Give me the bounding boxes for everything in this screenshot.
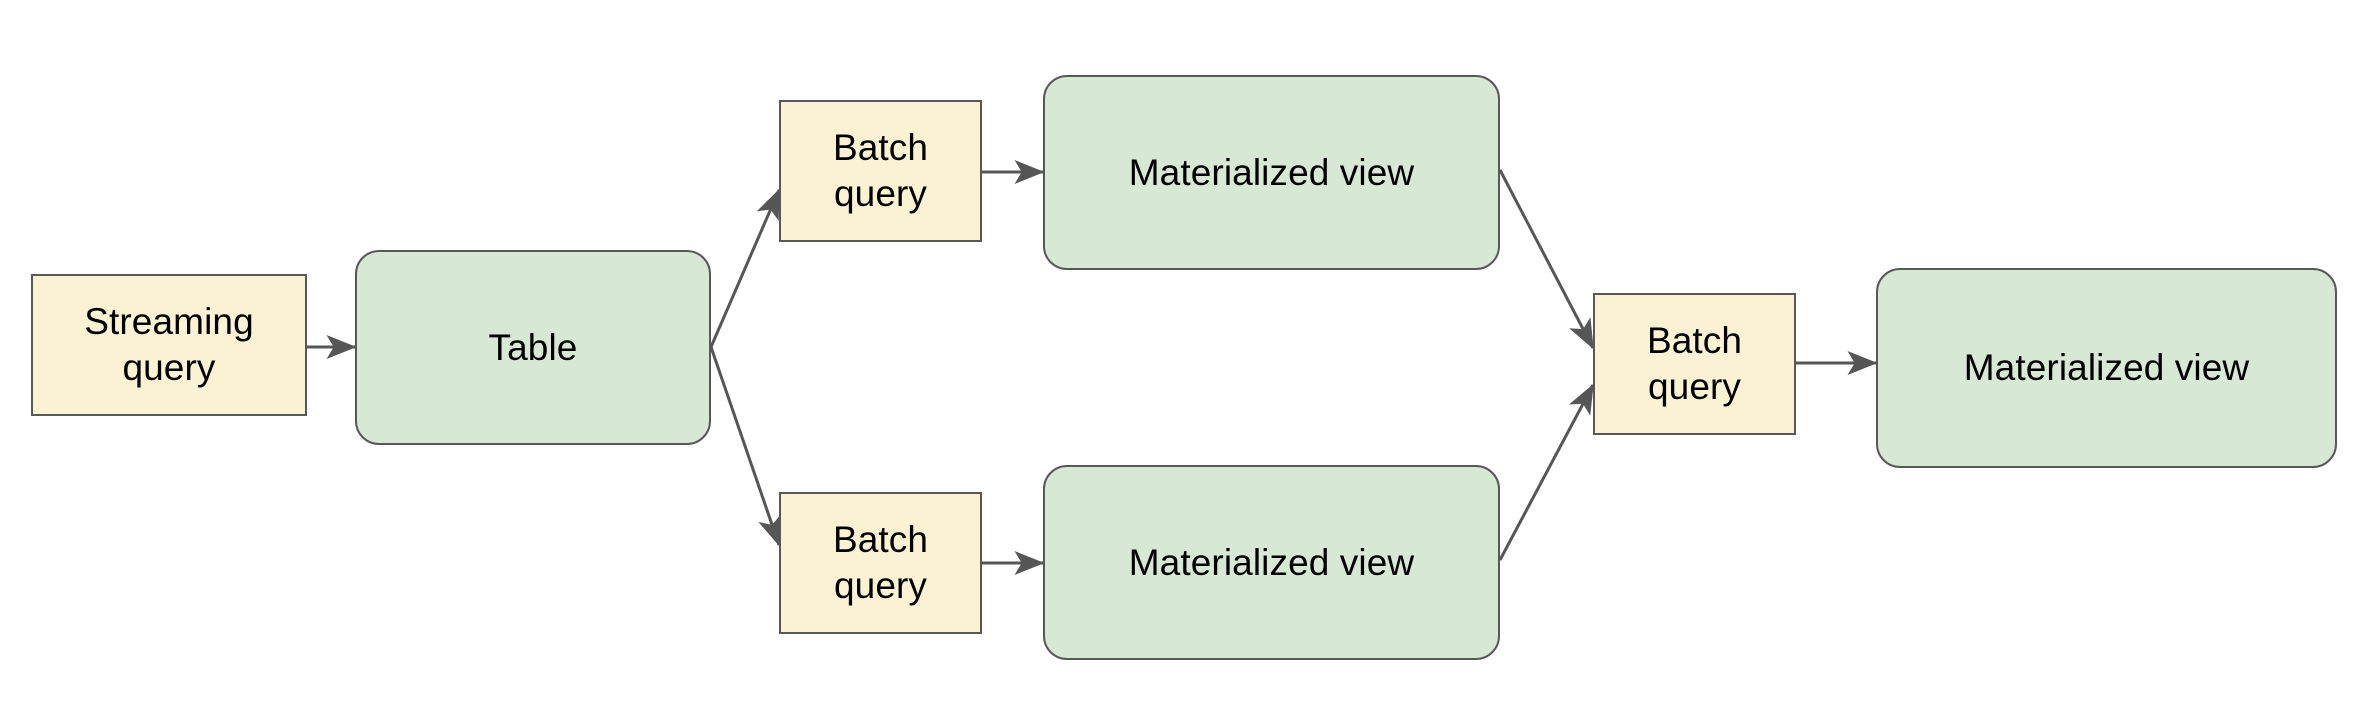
node-materialized-view-bottom[interactable]: Materialized view (1043, 465, 1500, 660)
node-label: Batch query (1646, 320, 1743, 407)
edge-materialized-view-top-to-batch-query-join (1498, 169, 1595, 350)
node-label: Materialized view (1963, 347, 2250, 389)
node-label: Batch query (832, 519, 929, 606)
node-materialized-view-top[interactable]: Materialized view (1043, 75, 1500, 270)
node-label: Streaming query (84, 301, 254, 388)
node-batch-query-join[interactable]: Batch query (1593, 293, 1796, 435)
node-streaming-query[interactable]: Streaming query (31, 274, 307, 416)
node-batch-query-top[interactable]: Batch query (779, 100, 982, 242)
node-label: Table (488, 326, 578, 368)
node-label: Batch query (832, 127, 929, 214)
node-label: Materialized view (1128, 541, 1415, 583)
edge-table-to-batch-query-top (709, 188, 781, 348)
node-table[interactable]: Table (355, 250, 711, 445)
edge-table-to-batch-query-bottom (709, 346, 782, 547)
node-batch-query-bottom[interactable]: Batch query (779, 492, 982, 634)
edge-materialized-view-bottom-to-batch-query-join (1498, 383, 1595, 561)
node-label: Materialized view (1128, 151, 1415, 193)
node-materialized-view-final[interactable]: Materialized view (1876, 268, 2337, 468)
